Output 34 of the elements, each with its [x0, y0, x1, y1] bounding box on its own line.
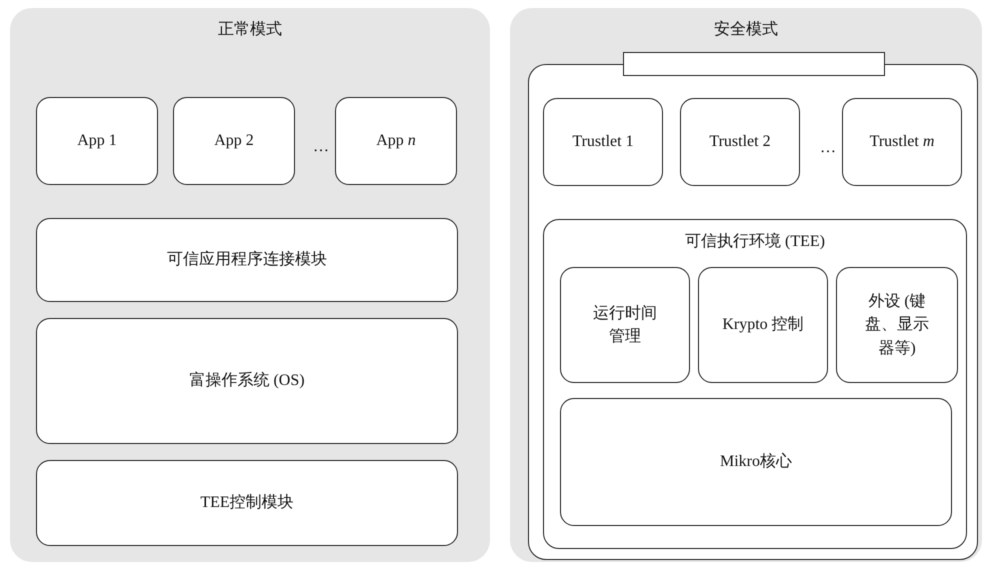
module-box — [698, 267, 828, 383]
title-tab — [623, 52, 885, 76]
module-label: 可信应用程序连接模块 — [166, 250, 328, 270]
module-box — [560, 398, 952, 526]
module-label: App 1 — [76, 131, 118, 152]
module-label: TEE控制模块 — [199, 492, 295, 514]
module-label: 富操作系统 (OS) — [188, 370, 306, 392]
module-label: 外设 (键盘、显示器等) — [864, 292, 930, 359]
module-box — [335, 97, 457, 185]
module-box — [36, 97, 158, 185]
module-label: App 2 — [213, 131, 255, 152]
module-label: Krypto 控制 — [721, 314, 805, 336]
module-label: Trustlet 1 — [571, 132, 635, 152]
module-label: Trustlet 2 — [708, 132, 772, 152]
ellipsis: … — [820, 139, 836, 157]
module-box — [173, 97, 295, 185]
section-title: 安全模式 — [713, 20, 779, 40]
section-title: 正常模式 — [217, 20, 283, 40]
module-box — [842, 98, 962, 186]
module-label: App n — [375, 131, 417, 152]
section-title: 可信执行环境 (TEE) — [684, 232, 826, 252]
module-box — [836, 267, 958, 383]
module-label: Trustlet m — [868, 132, 936, 152]
ellipsis: … — [313, 138, 329, 156]
module-box — [36, 460, 458, 546]
module-box — [680, 98, 800, 186]
module-box — [36, 218, 458, 302]
module-box — [560, 267, 690, 383]
environment-box — [543, 219, 967, 549]
mode-panel — [10, 8, 490, 562]
module-label: Mikro核心 — [719, 452, 793, 472]
module-box — [543, 98, 663, 186]
module-box — [36, 318, 458, 444]
module-label: 运行时间管理 — [592, 304, 658, 347]
